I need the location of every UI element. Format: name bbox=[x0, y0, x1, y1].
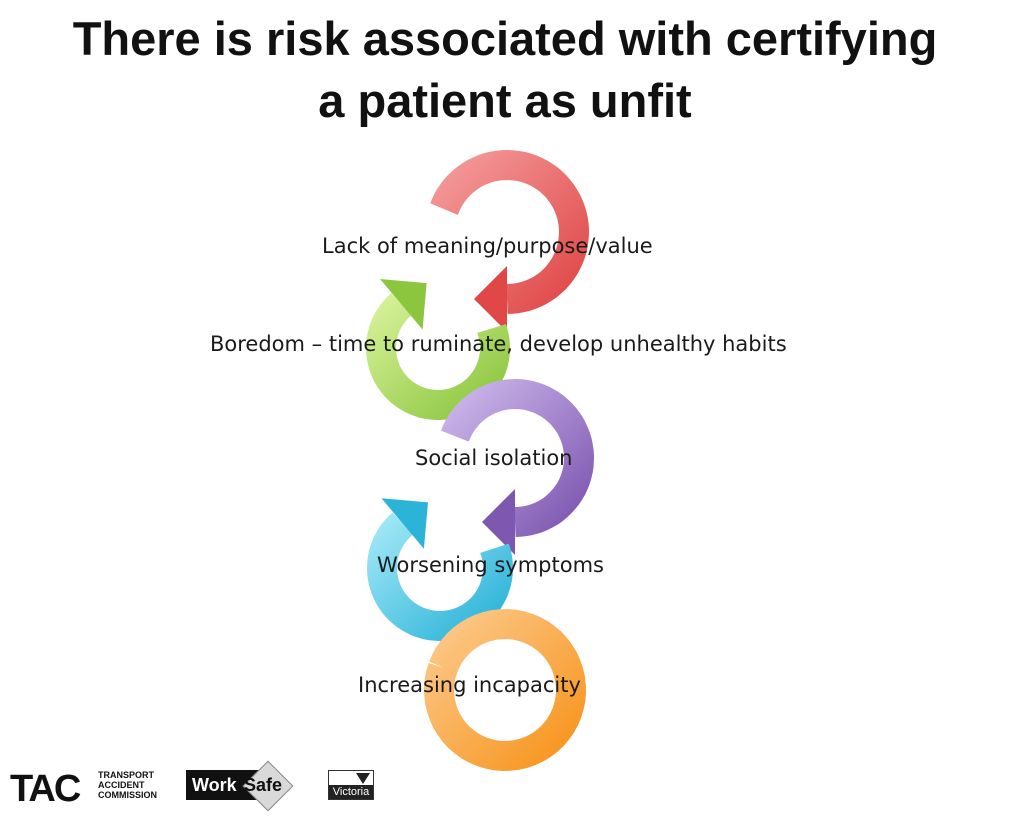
step-arc-1 bbox=[430, 149, 590, 314]
tac-name-line-1: TRANSPORT bbox=[98, 770, 154, 780]
step-label-5: Increasing incapacity bbox=[358, 673, 581, 697]
tac-name-line-3: COMMISSION bbox=[98, 790, 158, 800]
step-arc-2 bbox=[365, 293, 511, 421]
step-arc-3 bbox=[440, 378, 595, 537]
worksafe-logo: Work Safe bbox=[186, 760, 296, 812]
step-arrowhead-3 bbox=[482, 489, 515, 555]
victoria-logo: Victoria bbox=[328, 770, 374, 800]
title-line-1: There is risk associated with certifying bbox=[72, 12, 938, 65]
step-label-2: Boredom – time to ruminate, develop unhe… bbox=[210, 332, 787, 356]
title-line-2: a patient as unfit bbox=[318, 74, 692, 127]
step-label-4: Worsening symptoms bbox=[377, 553, 604, 577]
step-arrowhead-1 bbox=[474, 266, 507, 332]
victoria-text: Victoria bbox=[329, 785, 373, 799]
worksafe-safe-text: Safe bbox=[244, 775, 283, 795]
tac-name-line-2: ACCIDENT bbox=[98, 780, 145, 790]
slide-title: There is risk associated with certifying… bbox=[0, 8, 1010, 132]
victoria-v-icon bbox=[356, 773, 370, 784]
step-label-3: Social isolation bbox=[415, 446, 573, 470]
step-arrowhead-4 bbox=[381, 498, 428, 549]
step-label-1: Lack of meaning/purpose/value bbox=[322, 234, 653, 258]
step-arrowhead-2 bbox=[380, 279, 427, 330]
step-arc-5 bbox=[423, 608, 587, 772]
tac-logo: TAC bbox=[10, 768, 81, 810]
step-arc-4 bbox=[366, 512, 514, 642]
footer-logos: TAC TRANSPORT ACCIDENT COMMISSION Work S… bbox=[0, 760, 400, 820]
tac-name: TRANSPORT ACCIDENT COMMISSION bbox=[98, 770, 157, 800]
